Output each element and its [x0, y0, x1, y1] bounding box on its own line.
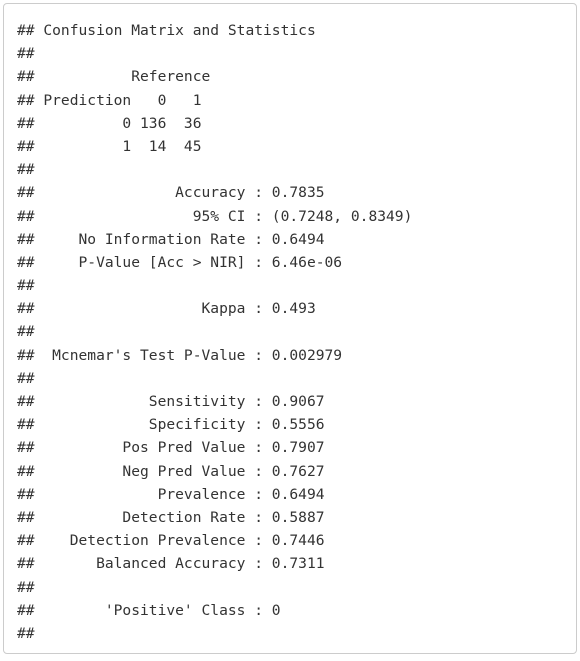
stat-detection-prevalence: ## Detection Prevalence : 0.7446	[17, 532, 325, 550]
output-line-blank: ##	[17, 45, 35, 63]
output-line-blank: ##	[17, 624, 35, 642]
stat-p-value-acc-nir: ## P-Value [Acc > NIR] : 6.46e-06	[17, 253, 343, 271]
stat-neg-pred-value: ## Neg Pred Value : 0.7627	[17, 462, 325, 480]
stat-balanced-accuracy: ## Balanced Accuracy : 0.7311	[17, 555, 325, 573]
output-line-blank: ##	[17, 161, 35, 179]
stat-kappa: ## Kappa : 0.493	[17, 300, 316, 318]
matrix-row-0: ## 0 136 36	[17, 114, 202, 132]
output-line-blank: ##	[17, 277, 35, 295]
output-line-blank: ##	[17, 578, 35, 596]
matrix-prediction-header: ## Prediction 0 1	[17, 91, 202, 109]
r-console-output-block: ## Confusion Matrix and Statistics ## ##…	[3, 3, 577, 654]
stat-no-information-rate: ## No Information Rate : 0.6494	[17, 230, 325, 248]
stat-accuracy: ## Accuracy : 0.7835	[17, 184, 325, 202]
stat-specificity: ## Specificity : 0.5556	[17, 416, 325, 434]
stat-pos-pred-value: ## Pos Pred Value : 0.7907	[17, 439, 325, 457]
stat-prevalence: ## Prevalence : 0.6494	[17, 485, 325, 503]
output-line-title: ## Confusion Matrix and Statistics	[17, 22, 316, 39]
stat-positive-class: ## 'Positive' Class : 0	[17, 601, 281, 619]
stat-sensitivity: ## Sensitivity : 0.9067	[17, 393, 325, 410]
stat-detection-rate: ## Detection Rate : 0.5887	[17, 508, 325, 526]
output-line-blank: ##	[17, 323, 35, 341]
matrix-row-1: ## 1 14 45	[17, 137, 202, 155]
output-line-blank: ##	[17, 369, 35, 387]
stat-95-ci: ## 95% CI : (0.7248, 0.8349)	[17, 207, 413, 225]
stat-mcnemar-p-value: ## Mcnemar's Test P-Value : 0.002979	[17, 346, 343, 364]
matrix-reference-header: ## Reference	[17, 68, 211, 86]
